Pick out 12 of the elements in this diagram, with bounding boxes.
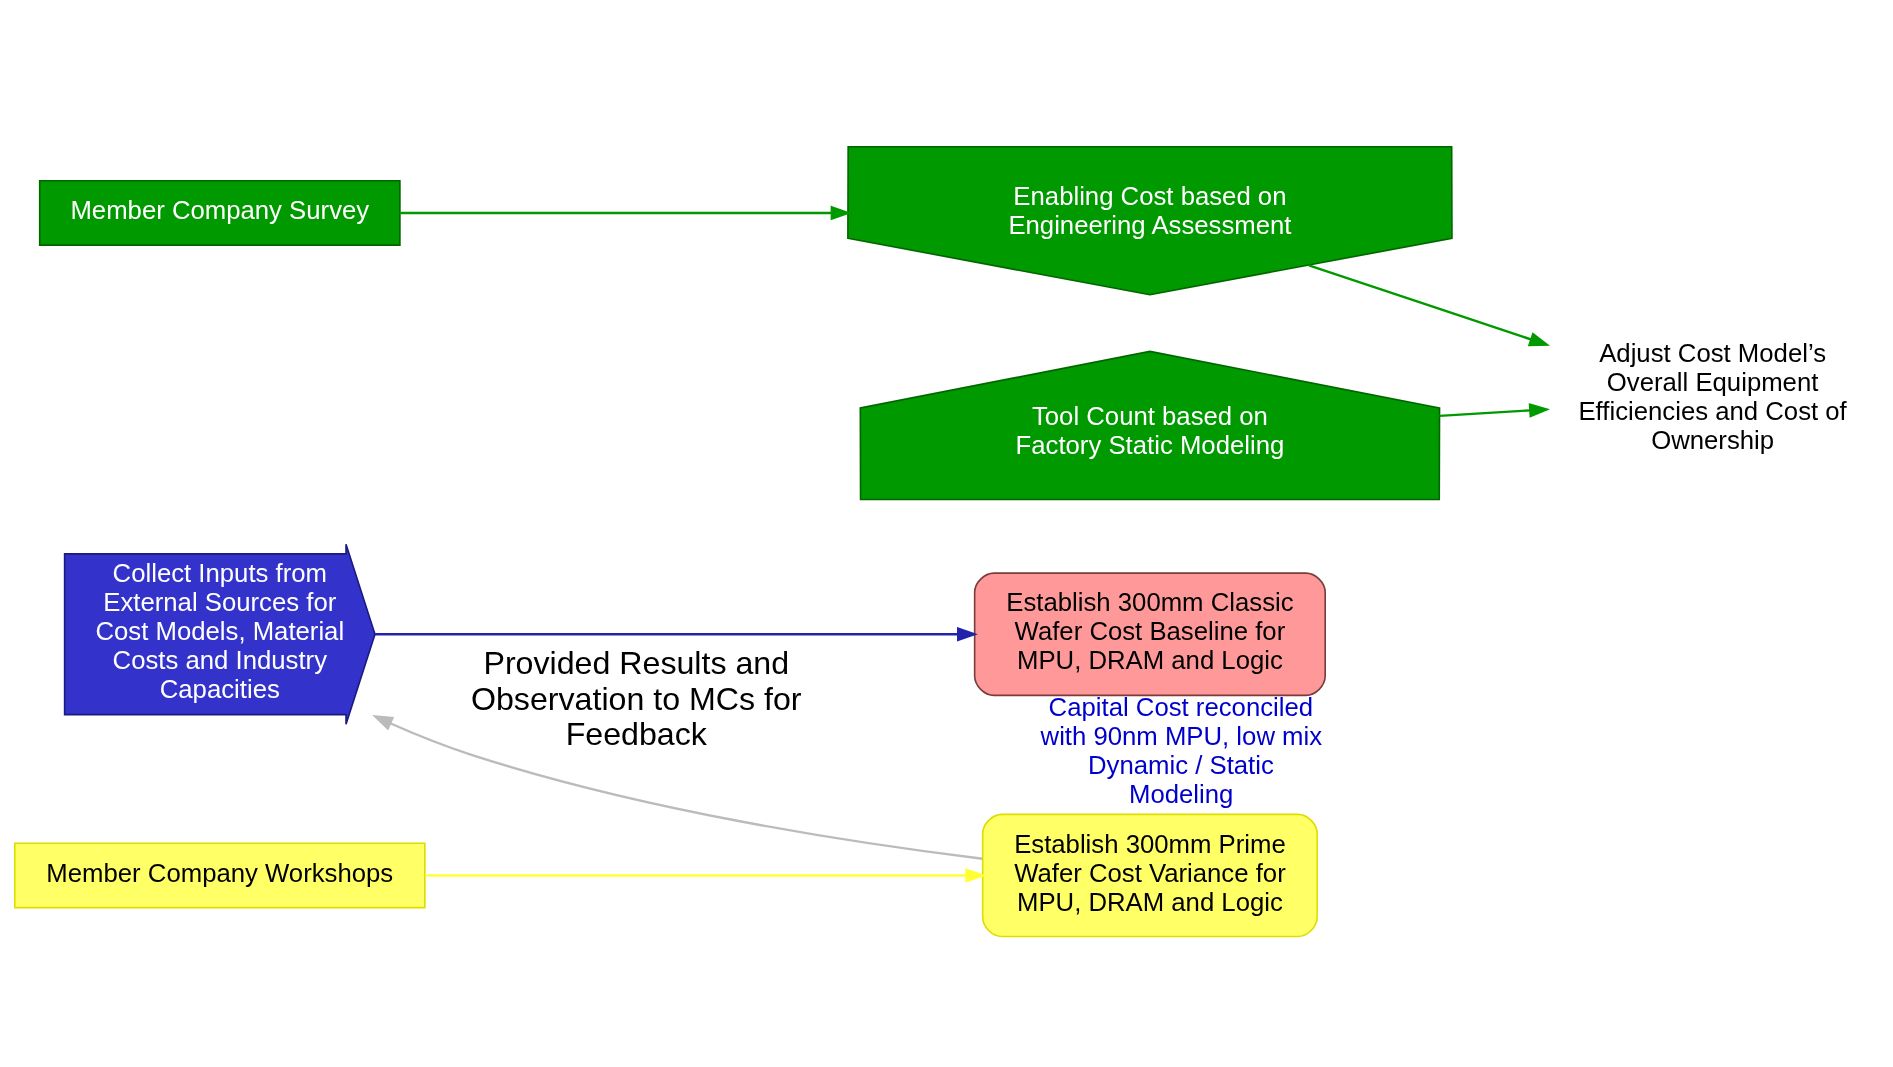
node-box: Establish 300mm Classic Wafer Cost Baseline for MPU, DRAM and Logic xyxy=(973,571,1326,696)
node-text: Adjust Cost Model’s Overall Equipment Efficiencies and Cost of Ownership xyxy=(1578,338,1847,454)
arrow xyxy=(425,867,987,883)
node-box: Member Company Workshops xyxy=(13,842,426,908)
edge-label: Provided Results and Observation to MCs for Feedback xyxy=(470,644,802,752)
arrow xyxy=(1439,402,1551,418)
arrow xyxy=(372,714,983,860)
arrow xyxy=(375,626,978,642)
arrow xyxy=(400,205,852,220)
arrow xyxy=(1308,263,1551,346)
node-box: Member Company Survey xyxy=(38,179,401,246)
node-box: Establish 300mm Prime Wafer Cost Variance for MPU, DRAM and Logic xyxy=(981,813,1318,937)
